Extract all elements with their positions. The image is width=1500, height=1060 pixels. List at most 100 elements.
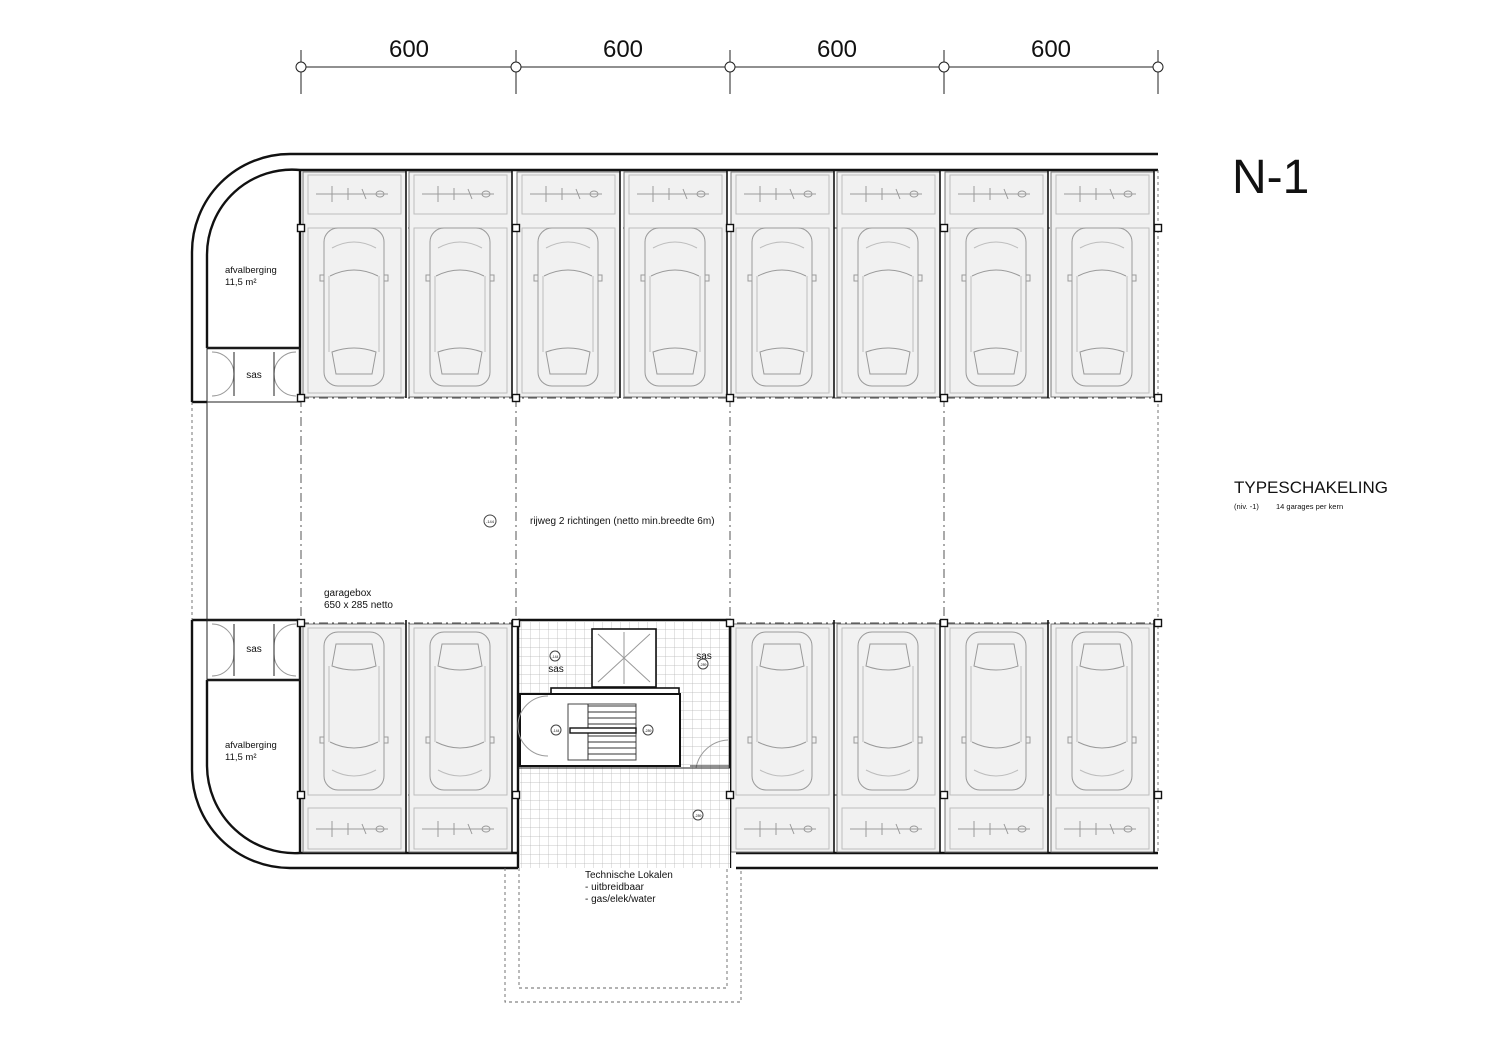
car-symbol	[961, 227, 1031, 387]
bicycle-symbol	[744, 821, 816, 837]
bicycle-symbol	[958, 186, 1030, 202]
column-marker	[939, 223, 949, 233]
dimension-label-1: 600	[389, 36, 429, 63]
garage-box-top	[623, 170, 728, 398]
car-symbol	[425, 227, 495, 387]
bicycle-symbol	[958, 821, 1030, 837]
garage-box-bottom	[1050, 620, 1155, 853]
bicycle-symbol	[422, 821, 494, 837]
driveway-level: -144	[486, 519, 495, 524]
technical-rooms-outline	[504, 868, 742, 1003]
technical-line2: - gas/elek/water	[585, 894, 656, 905]
column-marker	[296, 618, 306, 628]
sas-bottom-left-label: sas	[246, 644, 262, 655]
column-marker	[296, 790, 306, 800]
dimension-label-2: 600	[603, 36, 643, 63]
dimension-tick	[295, 50, 307, 94]
bicycle-symbol	[316, 186, 388, 202]
stair-core: -144 -289 -144 -289 -289	[516, 618, 732, 868]
bicycle-symbol	[530, 186, 602, 202]
afval-top-area: 11,5 m²	[225, 277, 257, 288]
dimension-line: 600 600 600 600	[295, 36, 1164, 94]
driveway-label: rijweg 2 richtingen (netto min.breedte 6…	[530, 516, 715, 527]
garage-box-top	[302, 170, 407, 398]
dimension-tick	[510, 50, 522, 94]
garage-box-top	[516, 170, 621, 398]
bicycle-symbol	[850, 186, 922, 202]
column-marker	[725, 618, 735, 628]
car-symbol	[319, 227, 389, 387]
bicycle-symbol	[1064, 186, 1136, 202]
dimension-tick	[938, 50, 950, 94]
garage-box-top	[730, 170, 835, 398]
garage-box-top	[408, 170, 513, 398]
garage-box-bottom	[836, 620, 941, 853]
car-symbol	[747, 227, 817, 387]
core-sas-right-level: -289	[699, 663, 706, 667]
car-symbol	[640, 227, 710, 387]
garagebox-name: garagebox	[324, 588, 371, 599]
car-symbol	[425, 631, 495, 791]
car-symbol	[319, 631, 389, 791]
garage-box-top	[944, 170, 1049, 398]
dimension-label-4: 600	[1031, 36, 1071, 63]
column-marker	[1153, 393, 1163, 403]
column-marker	[725, 223, 735, 233]
column-marker	[511, 790, 521, 800]
garage-box-bottom	[730, 620, 835, 853]
garage-box-bottom	[302, 620, 407, 853]
column-marker	[296, 223, 306, 233]
car-symbol	[747, 631, 817, 791]
afval-bottom-name: afvalberging	[225, 740, 277, 751]
dimension-tick	[1152, 50, 1164, 94]
column-marker	[511, 223, 521, 233]
sas-top-left-label: sas	[246, 370, 262, 381]
garage-box-top	[836, 170, 941, 398]
dimension-label-3: 600	[817, 36, 857, 63]
car-symbol	[1067, 227, 1137, 387]
bicycle-symbol	[1064, 821, 1136, 837]
core-sas-left-level: -144	[551, 655, 558, 659]
column-marker	[725, 393, 735, 403]
dimension-tick	[724, 50, 736, 94]
garage-boxes	[302, 170, 1155, 853]
level-label: N-1	[1232, 151, 1309, 204]
technical-line1: - uitbreidbaar	[585, 882, 645, 893]
sas-top-left	[206, 347, 301, 403]
column-marker	[511, 393, 521, 403]
column-marker	[939, 618, 949, 628]
column-marker	[939, 393, 949, 403]
column-marker	[1153, 618, 1163, 628]
technical-level: -289	[694, 814, 701, 818]
column-marker	[725, 790, 735, 800]
title-garages: 14 garages per kern	[1276, 502, 1343, 511]
column-marker	[296, 393, 306, 403]
bicycle-symbol	[744, 186, 816, 202]
car-symbol	[961, 631, 1031, 791]
technical-name: Technische Lokalen	[585, 870, 673, 881]
column-marker	[511, 618, 521, 628]
garage-box-top	[1050, 170, 1155, 398]
bicycle-symbol	[316, 821, 388, 837]
column-marker	[1153, 223, 1163, 233]
column-marker	[1153, 790, 1163, 800]
sas-core-left-label: sas	[548, 664, 564, 675]
sas-core-right-label: sas	[696, 651, 712, 662]
car-symbol	[853, 631, 923, 791]
sas-bottom-left	[206, 619, 301, 681]
garagebox-size: 650 x 285 netto	[324, 600, 393, 611]
afval-bottom-area: 11,5 m²	[225, 752, 257, 763]
bicycle-symbol	[637, 186, 709, 202]
stair-left-level: -144	[552, 729, 559, 733]
column-marker	[939, 790, 949, 800]
car-symbol	[1067, 631, 1137, 791]
garage-box-bottom	[944, 620, 1049, 853]
car-symbol	[853, 227, 923, 387]
columns	[296, 223, 1163, 800]
garage-box-bottom	[408, 620, 513, 853]
bicycle-symbol	[850, 821, 922, 837]
title-level: (niv. -1)	[1234, 502, 1259, 511]
title-heading: TYPESCHAKELING	[1234, 478, 1388, 497]
bicycle-symbol	[422, 186, 494, 202]
